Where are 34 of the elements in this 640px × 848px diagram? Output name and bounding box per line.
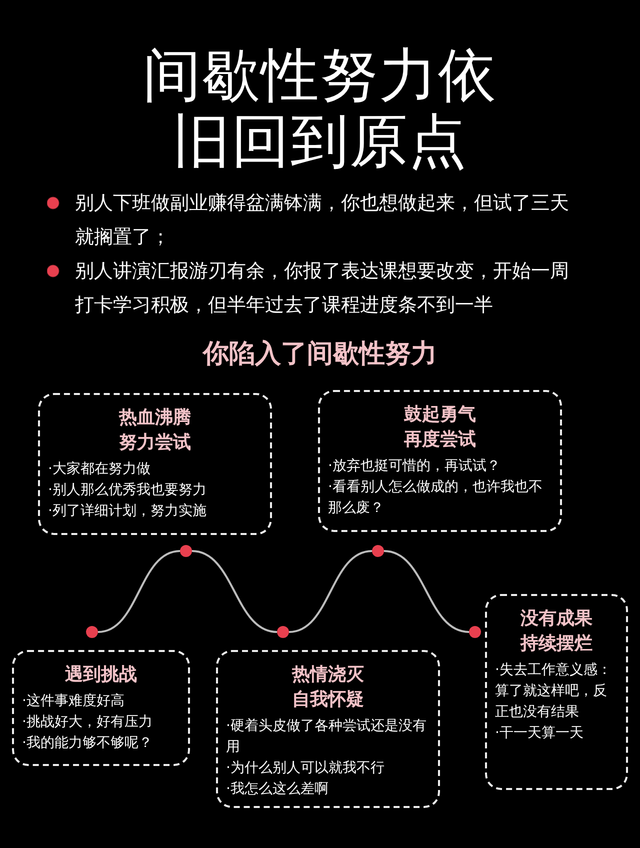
bullet-item: ·别人那么优秀我也要努力 <box>48 481 208 500</box>
dashed-box <box>318 390 562 532</box>
curve-dot <box>86 626 98 638</box>
bullet-item: ·失去工作意义感：算了就这样吧，反正也没有结果 <box>495 661 612 722</box>
bullet-item: ·我的能力够不够呢？ <box>22 734 154 753</box>
bullet-item: ·挑战好大，好有压力 <box>22 713 154 732</box>
curve-dot <box>180 545 192 557</box>
dashed-box <box>485 594 628 790</box>
box-heading: 热血沸腾努力尝试 <box>118 406 192 455</box>
bullet-item: ·我怎么这么差啊 <box>226 780 330 799</box>
bullet-item: ·列了详细计划，努力实施 <box>48 502 208 521</box>
wave-curve <box>384 550 470 633</box>
bullet-item: ·看看别人怎么做成的，也许我也不那么废？ <box>328 478 544 518</box>
curve-dot <box>469 626 481 638</box>
bullet-item: ·放弃也挺可惜的，再试试？ <box>328 457 502 476</box>
subheading: 你陷入了间歇性努力 <box>201 338 438 371</box>
curve-dot <box>277 626 289 638</box>
dashed-box <box>38 393 272 535</box>
bullet-item: ·大家都在努力做 <box>48 460 152 479</box>
bullet-item: ·硬着头皮做了各种尝试还是没有用 <box>226 717 428 757</box>
wave-curve <box>192 550 278 633</box>
bullet-item: ·为什么别人可以就我不行 <box>226 759 386 778</box>
wave-curve <box>98 550 180 633</box>
box-heading: 热情浇灭自我怀疑 <box>290 663 365 712</box>
box-heading: 没有成果持续摆烂 <box>519 607 594 656</box>
box-heading: 鼓起勇气再度尝试 <box>402 403 477 452</box>
bullet-item: ·干一天算一天 <box>495 724 584 743</box>
dashed-box <box>12 650 190 766</box>
bullet-item: ·这件事难度好高 <box>22 692 126 711</box>
title: 间歇性努力依旧回到原点 <box>142 42 498 174</box>
dashed-box <box>216 650 440 808</box>
wave-curve <box>288 550 372 633</box>
curve-dot <box>372 545 384 557</box>
box-heading: 遇到挑战 <box>64 663 138 687</box>
